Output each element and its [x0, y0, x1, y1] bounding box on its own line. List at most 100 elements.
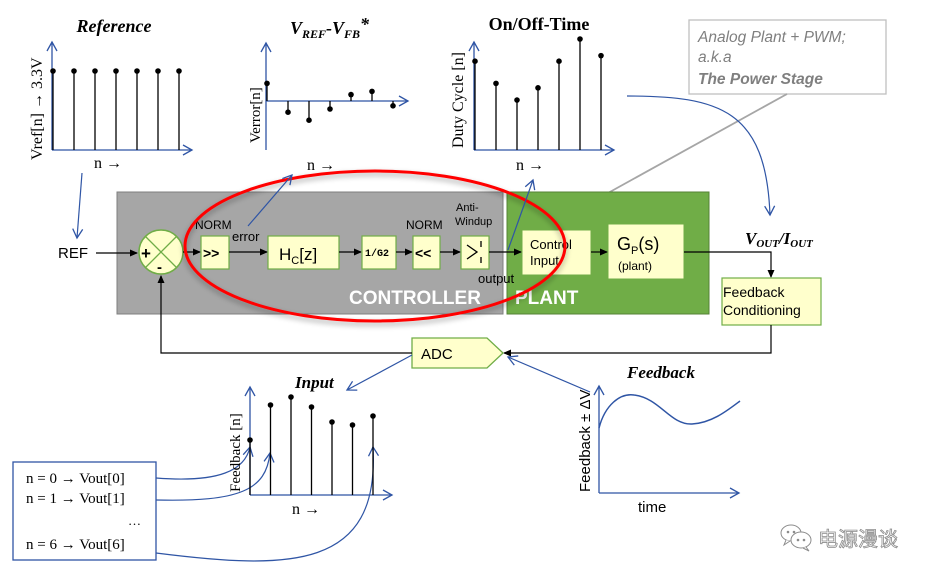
- callout-line3: The Power Stage: [698, 71, 823, 88]
- wechat-icon: [780, 524, 812, 552]
- verror-point-3: [327, 106, 333, 112]
- feedback-xlabel: time: [638, 499, 666, 516]
- duty-cycle-plot: On/Off-Time Duty Cycle [n] n →: [450, 14, 616, 174]
- reference-stems: [50, 68, 182, 150]
- antiwindup-block: [460, 235, 490, 270]
- duty-point-0: [472, 58, 478, 64]
- power-stage-callout: Analog Plant + PWM; a.k.a The Power Stag…: [607, 19, 887, 194]
- plant-transfer-label: GP(s): [617, 234, 659, 257]
- verror-point-0: [264, 80, 270, 87]
- input-point-1: [267, 402, 274, 408]
- duty-point-5: [577, 36, 583, 42]
- sample0-arrow: [155, 445, 254, 480]
- samples-row: n = 1 → Vout[1]: [26, 491, 125, 507]
- adc-to-input-arrow: [345, 354, 413, 391]
- watermark-text: 电源漫谈: [818, 527, 898, 551]
- plant-transfer-block: [607, 223, 685, 280]
- verror-point-4: [348, 91, 354, 98]
- adc-label: ADC: [421, 346, 453, 363]
- samples-box: n = 0 → Vout[0] n = 1 → Vout[1] … n = 6 …: [12, 461, 157, 561]
- verror-point-6: [390, 103, 396, 109]
- input-point-2: [288, 394, 294, 400]
- input-point-6: [370, 413, 376, 419]
- verror-point-2: [306, 117, 312, 123]
- adc-to-sum-wire: [157, 275, 412, 354]
- duty-point-3: [535, 85, 541, 91]
- verror-point-1: [285, 109, 291, 115]
- reference-ylabel: Vref[n] → 3.3V: [29, 57, 46, 160]
- feedback-curve: [598, 394, 741, 429]
- fbcond-label-2: Conditioning: [723, 302, 801, 318]
- feedback-to-adc-arrow: [506, 355, 591, 393]
- verror-title: VREF-VFB*: [290, 14, 370, 41]
- duty-point-6: [598, 52, 604, 59]
- antiwindup-label-2: Windup: [455, 216, 492, 228]
- norm1-symbol: >>: [203, 245, 219, 261]
- error-label: error: [232, 229, 260, 244]
- callout-line2: a.k.a: [698, 49, 732, 66]
- input-ylabel: Feedback [n]: [228, 413, 244, 492]
- gain-label: 1/G2: [365, 248, 389, 260]
- error-to-verror-arrow: [247, 173, 293, 227]
- verror-plot: VREF-VFB* Verror[n] n →: [248, 14, 410, 174]
- norm2-label: NORM: [406, 218, 443, 232]
- verror-stems: [264, 80, 396, 123]
- reference-point-1: [71, 68, 77, 74]
- fbcond-to-adc-wire: [503, 325, 772, 357]
- compensator-label: HC[z]: [279, 245, 317, 267]
- feedback-plot: Feedback Feedback ± ΔV time: [577, 363, 741, 516]
- control-input-label-2: Input: [530, 253, 559, 268]
- antiwindup-limiter-icon: [466, 241, 482, 263]
- plant-output-wire: [684, 251, 775, 278]
- callout-leader: [607, 93, 788, 194]
- feedback-title: Feedback: [626, 363, 695, 382]
- vout-iout-label: VOUT/IOUT: [745, 229, 814, 250]
- norm1-label: NORM: [195, 218, 232, 232]
- samples-row: n = 0 → Vout[0]: [26, 471, 125, 487]
- reference-point-3: [113, 68, 119, 74]
- input-title: Input: [294, 373, 335, 392]
- duty-point-4: [556, 58, 562, 64]
- controller-highlight-ellipse: [183, 169, 567, 323]
- verror-ylabel: Verror[n]: [248, 87, 264, 143]
- reference-point-2: [92, 68, 98, 74]
- plant-note: (plant): [618, 259, 652, 273]
- reference-point-0: [50, 68, 56, 74]
- input-point-4: [329, 419, 335, 425]
- input-xlabel: n →: [292, 501, 320, 518]
- verror-xlabel: n →: [307, 157, 335, 174]
- ref-label: REF: [58, 245, 88, 262]
- reference-plot: Reference Vref[n] → 3.3V n →: [29, 16, 194, 172]
- duty-stems: [472, 36, 604, 150]
- duty-title: On/Off-Time: [489, 14, 590, 34]
- reference-point-5: [155, 68, 161, 74]
- input-point-3: [308, 404, 315, 410]
- adc-block: [411, 337, 504, 369]
- input-stems: [247, 394, 376, 495]
- input-point-0: [247, 437, 253, 443]
- ref-plot-to-ref-arrow: [72, 172, 84, 240]
- norm-shift-right-block: [200, 235, 230, 270]
- antiwindup-label-1: Anti-: [456, 202, 479, 214]
- output-label: output: [478, 271, 515, 286]
- gain-block: [361, 235, 397, 270]
- watermark: 电源漫谈: [780, 524, 898, 552]
- plant-title: PLANT: [515, 288, 579, 309]
- norm2-symbol: <<: [415, 245, 431, 261]
- sample1-arrow: [155, 451, 275, 501]
- samples-row: …: [128, 513, 141, 528]
- callout-line1: Analog Plant + PWM;: [697, 29, 846, 46]
- feedback-ylabel: Feedback ± ΔV: [577, 390, 594, 492]
- reference-xlabel: n →: [94, 155, 122, 172]
- sum-plus: +: [141, 244, 151, 263]
- reference-point-6: [176, 68, 182, 74]
- input-plot: Input Feedback [n] n →: [228, 373, 394, 518]
- duty-ylabel: Duty Cycle [n]: [450, 52, 467, 148]
- input-point-5: [349, 422, 356, 428]
- annotation-arrows: [72, 95, 776, 562]
- output-to-duty-arrow: [507, 178, 536, 251]
- reference-point-4: [134, 68, 140, 74]
- controller-title: CONTROLLER: [349, 288, 481, 309]
- duty-xlabel: n →: [516, 157, 544, 174]
